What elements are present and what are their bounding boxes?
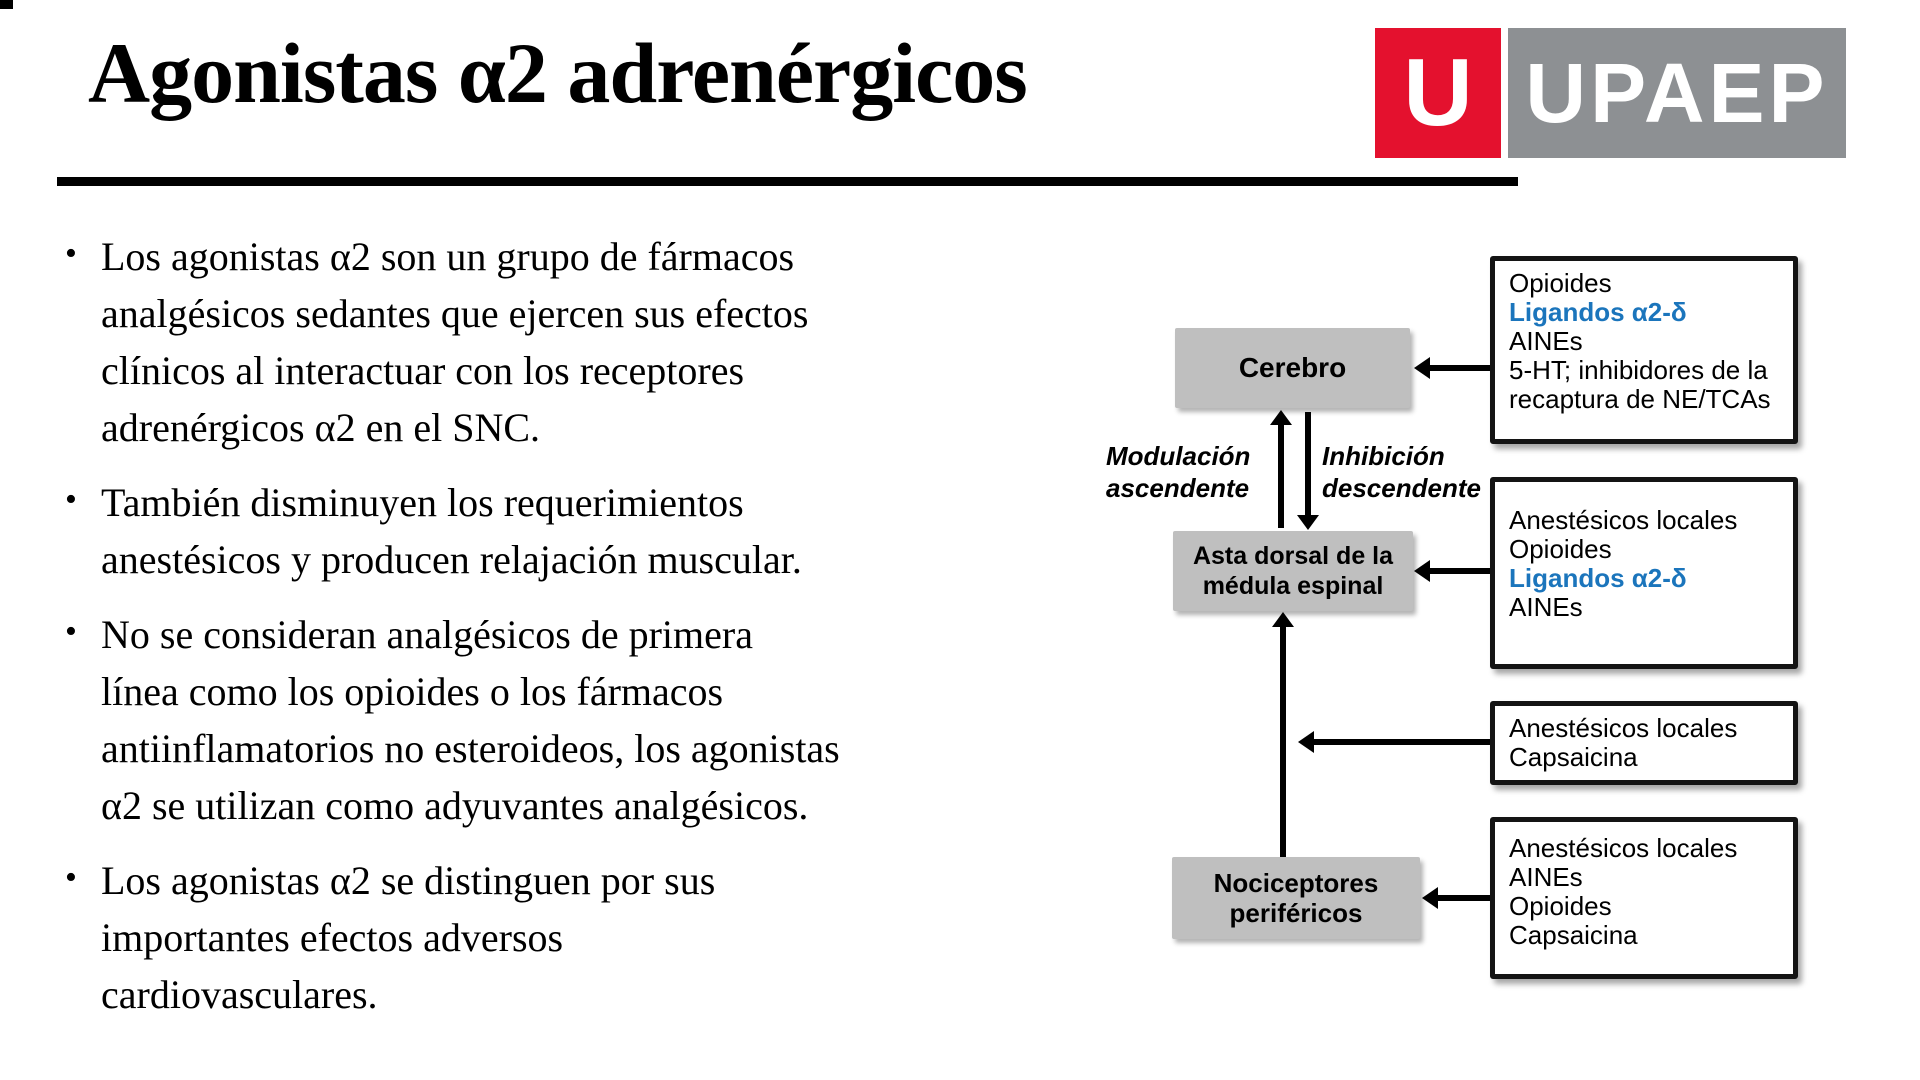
logo-u-letter: U [1403, 39, 1473, 146]
arrow-drugs-to-cerebro [1414, 357, 1490, 379]
bullet-list: Los agonistas α2 son un grupo de fármaco… [65, 225, 1055, 1041]
page-title: Agonistas α2 adrenérgicos [88, 25, 1028, 121]
arrow-up-head-icon [1270, 410, 1292, 425]
bullet-item: También disminuyen los requerimientos an… [65, 471, 1055, 588]
bullet-item: No se consideran analgésicos de primera … [65, 603, 1055, 834]
bullet-line: Los agonistas α2 son un grupo de fármaco… [101, 234, 795, 279]
drug-item: Opioides [1509, 534, 1612, 564]
arrow-down-head-icon [1297, 515, 1319, 530]
drug-box-cerebro: Opioides Ligandos α2-δ AINEs 5-HT; inhib… [1490, 256, 1798, 444]
drug-item: Anestésicos locales [1509, 505, 1738, 535]
drug-item: AINEs [1509, 862, 1583, 892]
upaep-logo-monogram: U [1375, 28, 1501, 158]
drug-box-nociceptores: Anestésicos locales AINEs Opioides Capsa… [1490, 817, 1798, 979]
node-asta-dorsal: Asta dorsal de la médula espinal [1173, 531, 1413, 611]
drug-item: AINEs [1509, 592, 1583, 622]
drug-box-pathway: Anestésicos locales Capsaicina [1490, 701, 1798, 785]
descending-inhibition-label: Inhibición descendente [1322, 441, 1481, 503]
drug-item: AINEs [1509, 326, 1583, 356]
bullet-line: anestésicos y producen relajación muscul… [101, 537, 802, 582]
bullet-line: No se consideran analgésicos de primera [101, 612, 753, 657]
drug-box-asta: Anestésicos locales Opioides Ligandos α2… [1490, 477, 1798, 669]
bullet-line: cardiovasculares. [101, 972, 378, 1017]
drug-item-highlighted: Ligandos α2-δ [1509, 563, 1687, 593]
arrow-up-head-icon [1272, 612, 1294, 627]
bullet-line: clínicos al interactuar con los receptor… [101, 348, 745, 393]
arrow-shaft [1278, 423, 1284, 528]
arrow-drugs-to-nociceptores [1422, 887, 1490, 909]
bullet-line: También disminuyen los requerimientos [101, 480, 744, 525]
node-nociceptores-label: Nociceptores periféricos [1213, 868, 1379, 928]
node-cerebro-label: Cerebro [1238, 352, 1347, 383]
drug-item: Opioides [1509, 268, 1612, 298]
arrow-drugs-to-asta [1414, 560, 1490, 582]
drug-item: Capsaicina [1509, 920, 1638, 950]
bullet-line: importantes efectos adversos [101, 915, 564, 960]
drug-item: Anestésicos locales [1509, 833, 1738, 863]
bullet-line: α2 se utilizan como adyuvantes analgésic… [101, 783, 809, 828]
node-cerebro: Cerebro [1175, 328, 1410, 408]
drug-item: Opioides [1509, 891, 1612, 921]
drug-item: Capsaicina [1509, 742, 1638, 772]
drug-item-highlighted: Ligandos α2-δ [1509, 297, 1687, 327]
arrow-shaft [1305, 412, 1311, 517]
arrow-shaft [1280, 625, 1286, 857]
bullet-line: antiinflamatorios no esteroideos, los ag… [101, 726, 840, 771]
title-divider [57, 177, 1518, 186]
upaep-logo-wordmark: UPAEP [1508, 28, 1846, 158]
bullet-line: Los agonistas α2 se distinguen por sus [101, 858, 716, 903]
bullet-item: Los agonistas α2 son un grupo de fármaco… [65, 225, 1055, 456]
ascending-modulation-arrow [1270, 410, 1292, 528]
logo-wordmark-text: UPAEP [1525, 46, 1829, 140]
bullet-item: Los agonistas α2 se distinguen por sus i… [65, 849, 1055, 1023]
ascending-modulation-label: Modulación ascendente [1106, 441, 1251, 503]
descending-inhibition-arrow [1297, 412, 1319, 530]
arrow-drugs-to-pathway [1298, 731, 1490, 753]
slide-edge-artifact [0, 0, 13, 9]
bullet-line: línea como los opioides o los fármacos [101, 669, 724, 714]
node-asta-dorsal-label: Asta dorsal de la médula espinal [1192, 542, 1394, 600]
nociceptor-to-asta-arrow [1272, 612, 1294, 857]
drug-item: Anestésicos locales [1509, 713, 1738, 743]
node-nociceptores: Nociceptores periféricos [1172, 857, 1420, 939]
bullet-line: analgésicos sedantes que ejercen sus efe… [101, 291, 809, 336]
bullet-line: adrenérgicos α2 en el SNC. [101, 405, 541, 450]
drug-item: 5-HT; inhibidores de la recaptura de NE/… [1509, 355, 1771, 414]
